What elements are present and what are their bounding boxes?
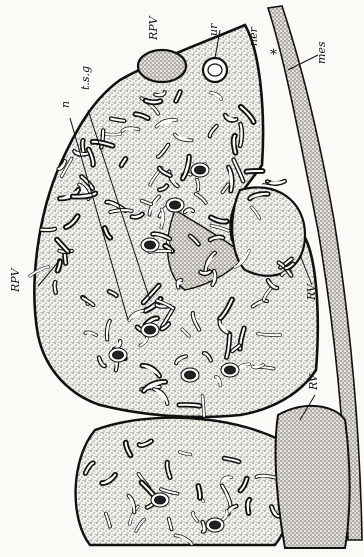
glomerulus <box>210 521 221 529</box>
glomerulus <box>185 371 196 379</box>
tubule-lumen <box>240 124 242 146</box>
tubule-lumen <box>179 405 200 406</box>
label-k: k <box>262 179 273 186</box>
tubule-lumen <box>146 101 161 103</box>
glomerulus <box>195 166 206 174</box>
glomerulus <box>113 351 124 359</box>
label-rpv-left: RPV <box>10 268 21 292</box>
label-rpv-top: RPV <box>148 16 159 40</box>
glomerulus <box>145 326 156 334</box>
rv-lower-block <box>276 406 350 548</box>
label-n: n <box>60 101 71 108</box>
tubule-lumen <box>55 282 56 293</box>
tubule-lumen <box>82 140 83 152</box>
label-ur: ur <box>208 24 219 36</box>
label-asterisk: * <box>270 48 277 62</box>
label-rv-bottom: RV <box>308 374 319 390</box>
glomerulus <box>145 241 156 249</box>
label-rv-mid: RV <box>306 284 317 300</box>
tubule-lumen <box>65 254 66 264</box>
tubule-lumen <box>41 229 55 230</box>
label-mes: mes <box>316 41 327 64</box>
label-tsg: t.s.g <box>80 66 91 90</box>
label-ner: ner <box>248 27 259 46</box>
glomerulus <box>170 201 181 209</box>
rpv-top-lobe <box>138 50 186 82</box>
tubule-lumen <box>247 171 263 172</box>
glomerulus <box>155 496 166 504</box>
glomerulus <box>225 366 236 374</box>
tubule-lumen <box>200 272 210 274</box>
